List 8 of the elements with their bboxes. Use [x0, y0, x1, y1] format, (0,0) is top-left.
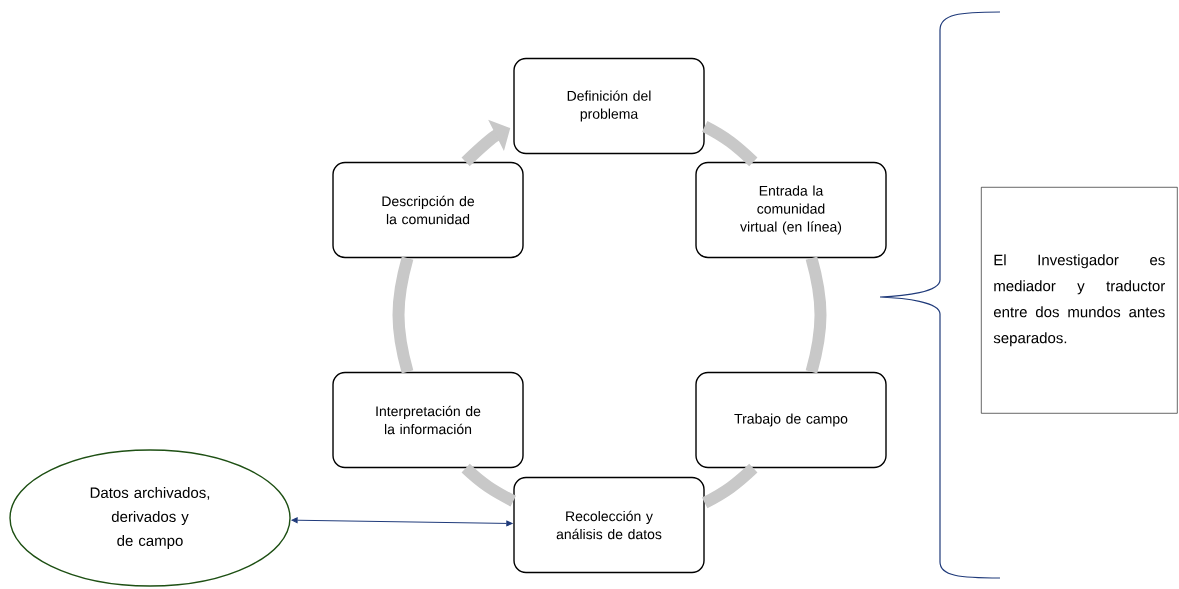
process-box: Entrada la comunidad virtual (en línea) [695, 161, 887, 259]
process-box: Trabajo de campo [695, 371, 887, 469]
note-box: El Investigador es mediador y traductor entre dos mundos antes separados. [981, 187, 1178, 414]
process-box: Definición del problema [513, 57, 705, 155]
process-box: Interpretación de la información [332, 371, 524, 469]
process-box: Recolección y análisis de datos [513, 476, 705, 574]
process-box: Descripción de la comunidad [332, 161, 524, 259]
double-arrow [291, 517, 513, 527]
